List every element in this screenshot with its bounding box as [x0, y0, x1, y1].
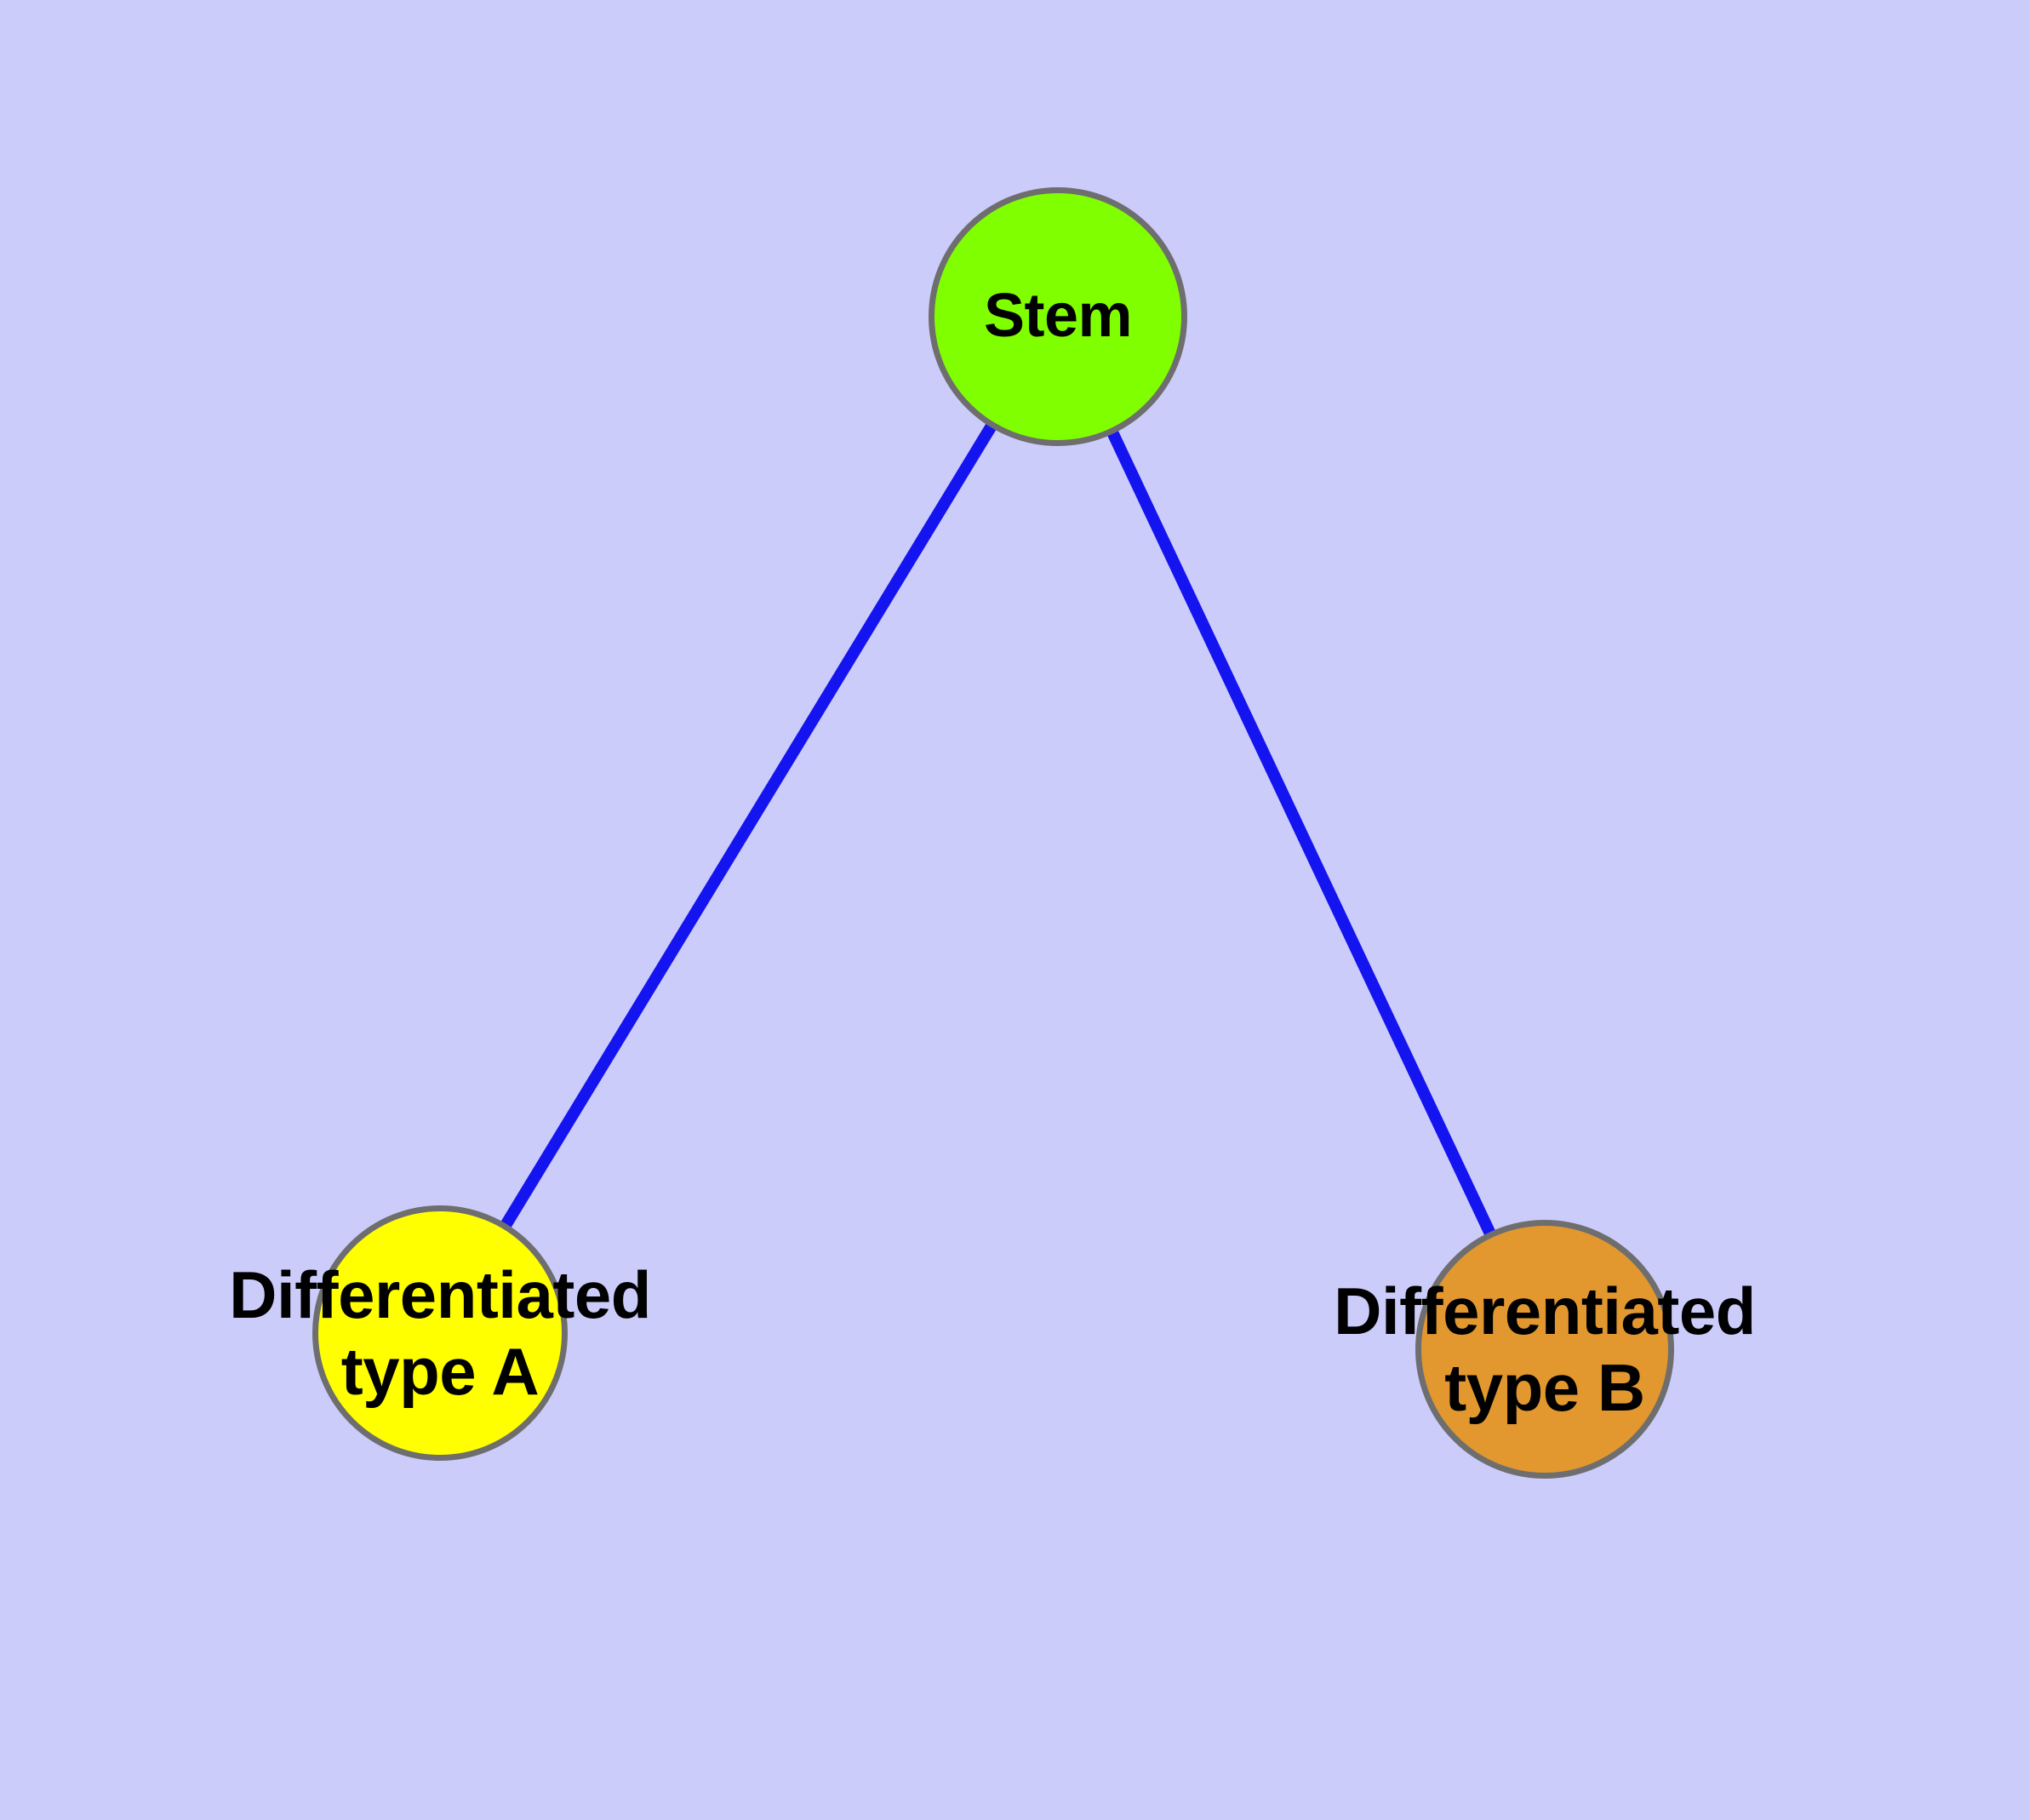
node-circle-stem[interactable] — [929, 187, 1187, 446]
edge-stem-diff-b — [1103, 421, 1500, 1245]
node-circle-diff-b[interactable] — [1415, 1220, 1674, 1479]
edge-stem-diff-a — [495, 415, 1002, 1236]
node-layer — [312, 187, 1674, 1479]
node-circle-diff-a[interactable] — [312, 1205, 568, 1461]
edge-layer — [495, 415, 1500, 1245]
